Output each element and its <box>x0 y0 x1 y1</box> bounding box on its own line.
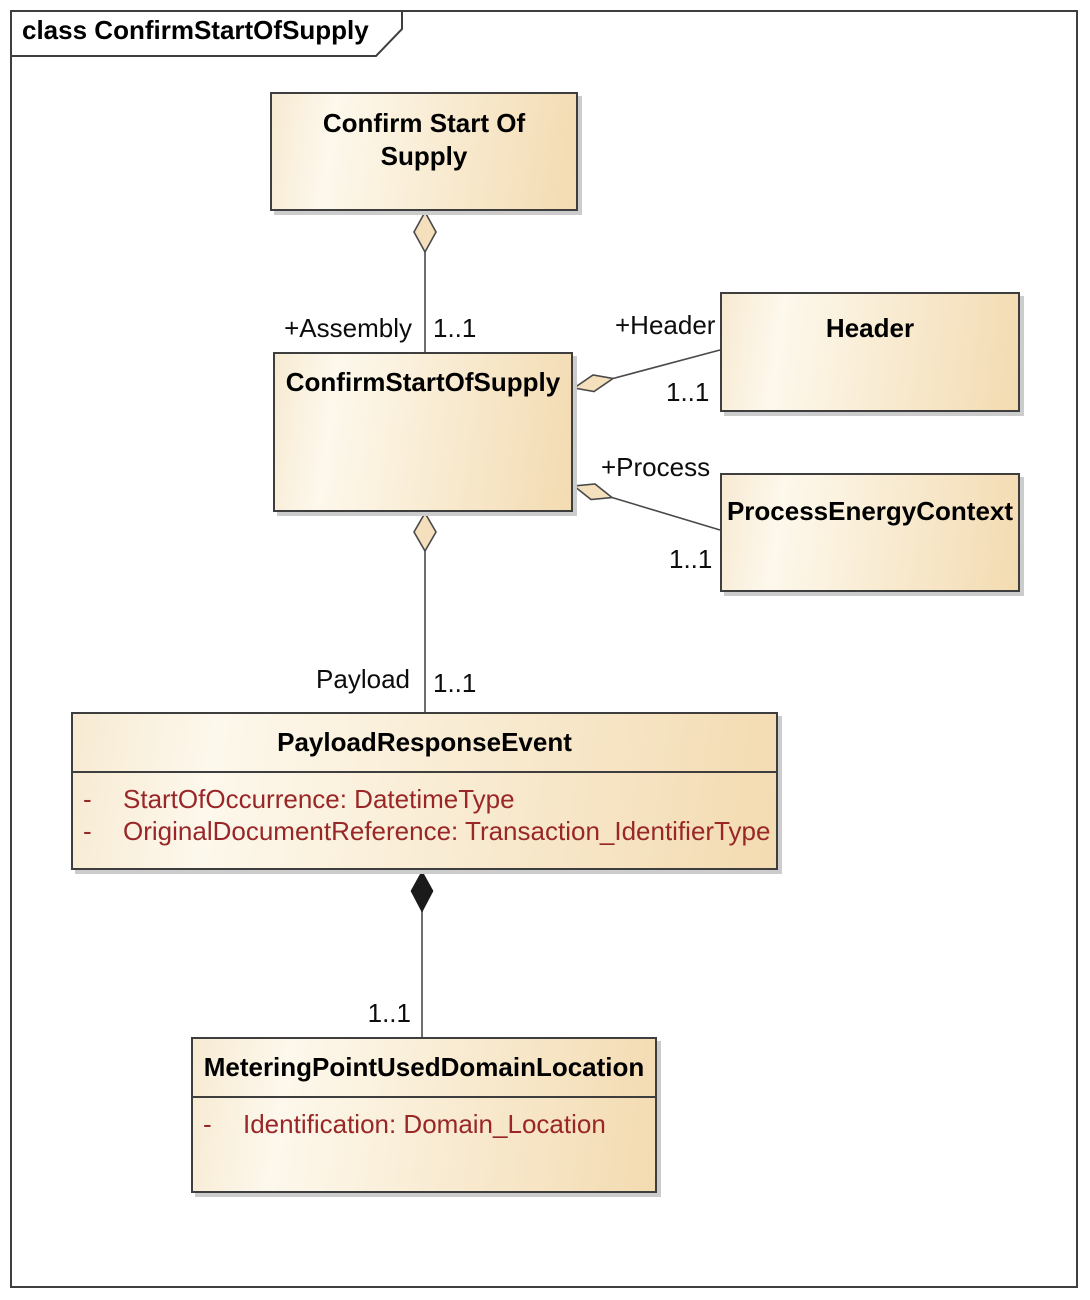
role-label-header: +Header <box>615 310 716 340</box>
attribute-text: Identification: Domain_Location <box>243 1109 606 1139</box>
connector-header[interactable] <box>571 349 721 393</box>
class-name-label: MeteringPointUsedDomainLocation <box>203 1052 645 1082</box>
class-box-confirmstartofsupply[interactable]: ConfirmStartOfSupply <box>273 352 573 512</box>
role-label-assembly: +Assembly <box>284 313 412 343</box>
attribute-text: OriginalDocumentReference: Transaction_I… <box>123 816 771 846</box>
role-label-process: +Process <box>601 452 711 482</box>
frame-tab <box>10 10 403 57</box>
aggregation-diamond-icon <box>413 210 437 254</box>
attribute-visibility-dash: - <box>203 1109 212 1139</box>
aggregation-diamond-icon <box>571 374 616 393</box>
class-name-label: ProcessEnergyContext <box>726 496 1014 526</box>
multiplicity-label-header: 1..1 <box>666 377 710 407</box>
class-name-label: Confirm Start Of Supply <box>322 108 526 171</box>
class-box-meteringpointuseddomainlocation[interactable]: MeteringPointUsedDomainLocation - Identi… <box>191 1037 657 1193</box>
class-name-label: ConfirmStartOfSupply <box>285 367 561 397</box>
connector-process[interactable] <box>571 483 721 531</box>
attribute-row: - StartOfOccurrence: DatetimeType <box>73 783 776 815</box>
multiplicity-label-process: 1..1 <box>669 544 713 574</box>
connector-metering[interactable] <box>410 870 434 1037</box>
multiplicity-label-assembly: 1..1 <box>433 313 477 343</box>
attribute-row: - Identification: Domain_Location <box>193 1108 655 1140</box>
attribute-row: - OriginalDocumentReference: Transaction… <box>73 815 776 847</box>
attributes-compartment: - StartOfOccurrence: DatetimeType - Orig… <box>73 771 776 868</box>
aggregation-diamond-icon <box>571 483 615 501</box>
composition-diamond-icon <box>410 870 434 913</box>
class-box-payloadresponseevent[interactable]: PayloadResponseEvent - StartOfOccurrence… <box>71 712 778 870</box>
attributes-compartment: - Identification: Domain_Location <box>193 1096 655 1191</box>
class-box-header[interactable]: Header <box>720 292 1020 412</box>
class-name-label: PayloadResponseEvent <box>277 727 572 757</box>
multiplicity-label-metering: 1..1 <box>367 998 411 1028</box>
connector-assembly[interactable] <box>413 210 437 352</box>
attribute-visibility-dash: - <box>83 816 92 846</box>
attribute-visibility-dash: - <box>83 784 92 814</box>
role-label-payload: Payload <box>316 664 410 694</box>
multiplicity-label-payload: 1..1 <box>433 668 477 698</box>
class-name-label: Header <box>825 313 915 343</box>
attribute-text: StartOfOccurrence: DatetimeType <box>123 784 515 814</box>
frame-tab-shape <box>10 10 403 57</box>
frame-title: class ConfirmStartOfSupply <box>22 15 369 45</box>
aggregation-diamond-icon <box>413 511 437 553</box>
class-box-processenergycontext[interactable]: ProcessEnergyContext <box>720 473 1020 592</box>
connector-payload[interactable] <box>413 511 437 712</box>
class-box-confirm-start-of-supply[interactable]: Confirm Start Of Supply <box>270 92 578 211</box>
